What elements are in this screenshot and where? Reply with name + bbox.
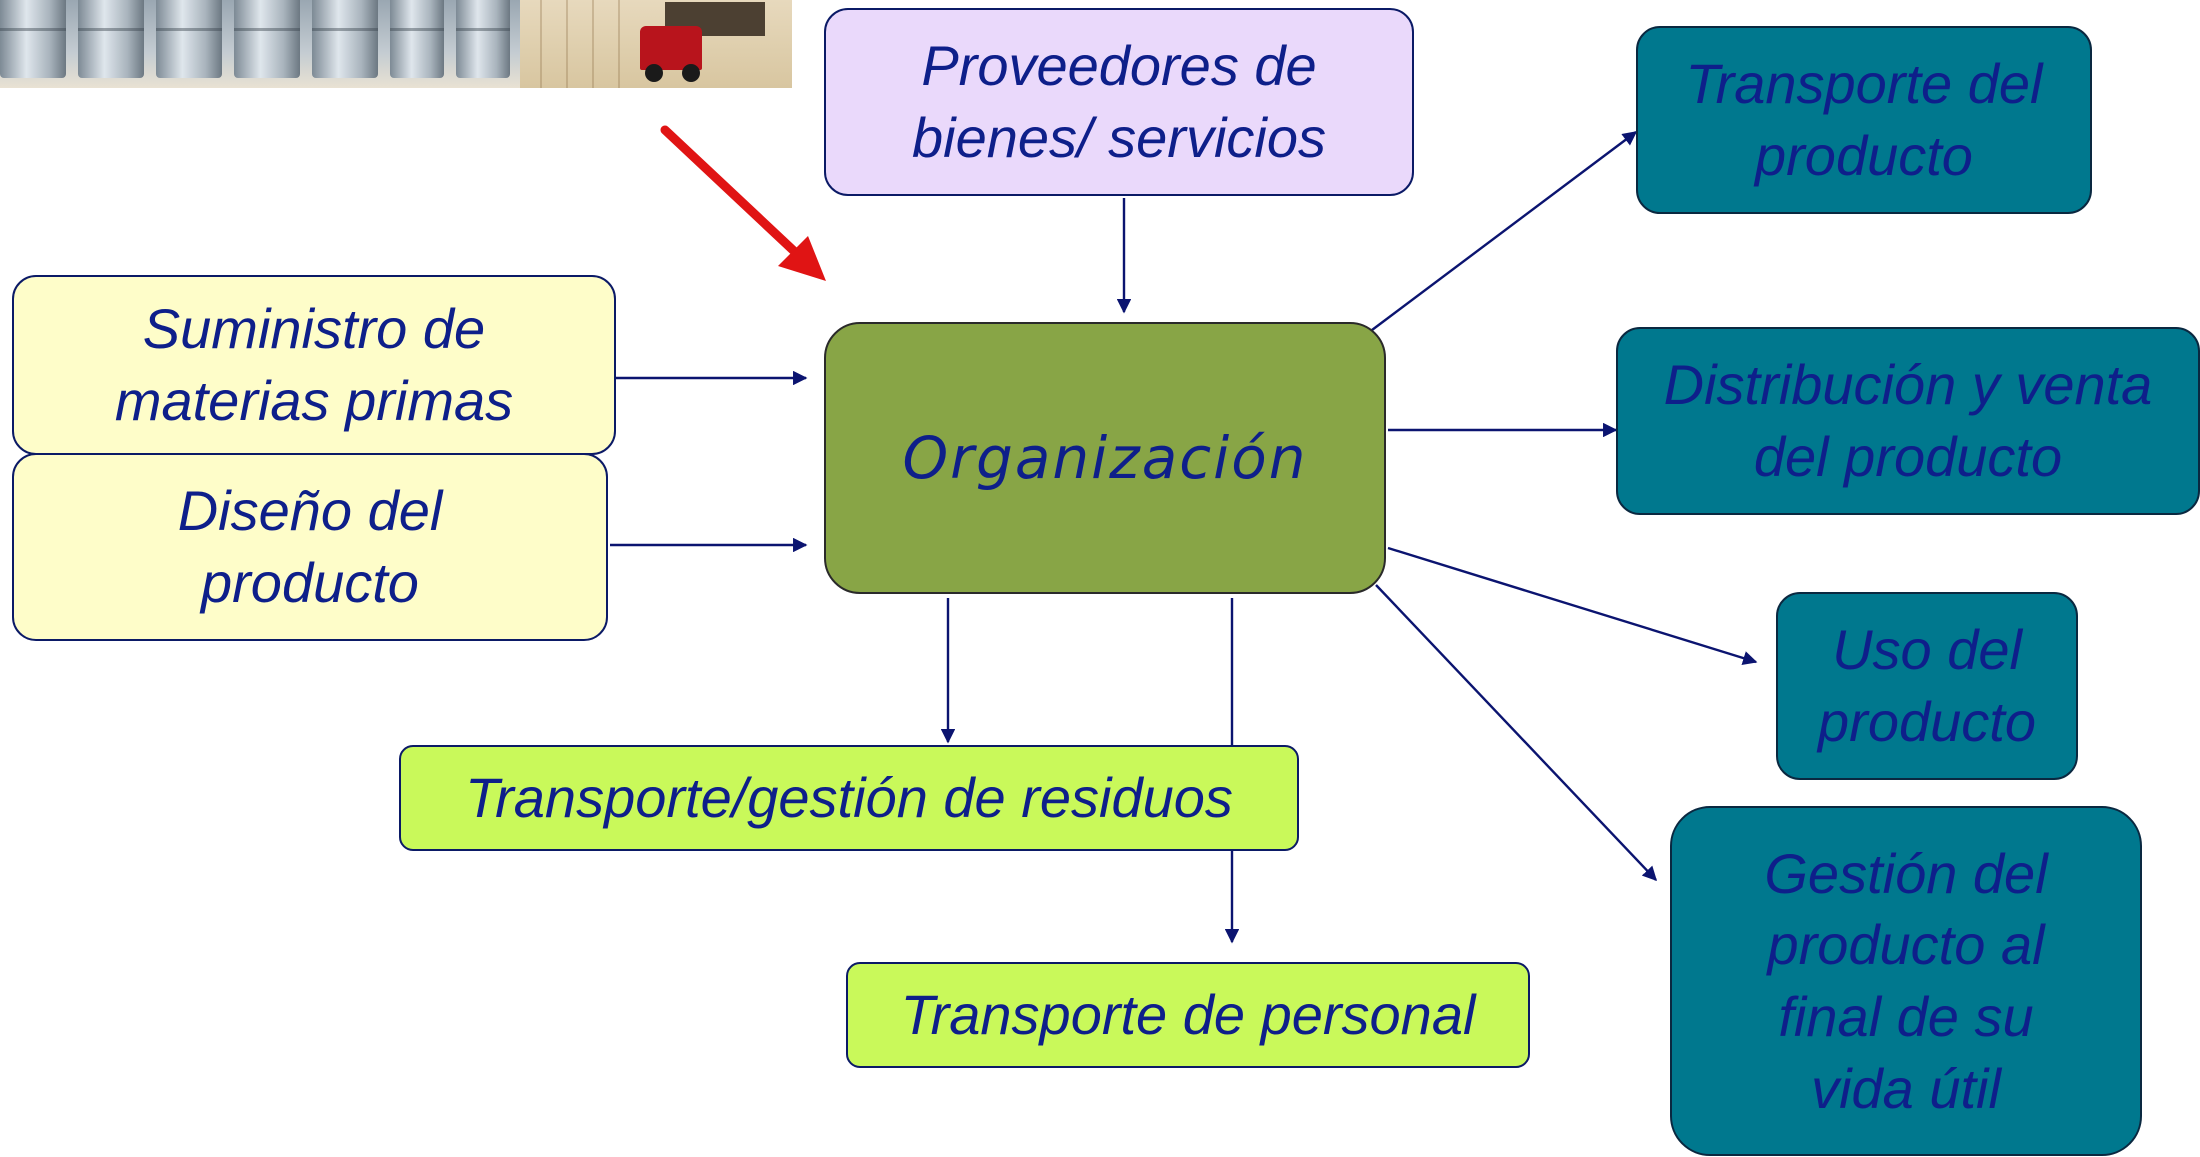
organization-label: Organización	[902, 423, 1308, 492]
product-transport-box: Transporte del producto	[1636, 26, 2092, 214]
suppliers-box: Proveedores de bienes/ servicios	[824, 8, 1414, 196]
product-use-box: Uso del producto	[1776, 592, 2078, 780]
red-truck	[640, 26, 702, 70]
silo	[312, 0, 378, 78]
raw-materials-box: Suministro de materias primas	[12, 275, 616, 455]
end-of-life-box: Gestión del producto al final de su vida…	[1670, 806, 2142, 1156]
silo	[78, 0, 144, 78]
product-design-label: Diseño del producto	[177, 479, 443, 614]
distribution-sale-box: Distribución y venta del producto	[1616, 327, 2200, 515]
silos-truck-photo	[0, 0, 792, 88]
product-design-box: Diseño del producto	[12, 453, 608, 641]
truck-wheel	[645, 64, 663, 82]
arrow-organization-to-product-transport	[1371, 131, 1638, 331]
highlight-red-arrow	[660, 125, 826, 281]
silo	[156, 0, 222, 78]
product-use-label: Uso del producto	[1818, 618, 2036, 753]
raw-materials-label: Suministro de materias primas	[114, 297, 514, 432]
waste-transport-box: Transporte/gestión de residuos	[399, 745, 1299, 851]
arrow-organization-to-use	[1387, 546, 1758, 666]
staff-transport-label: Transporte de personal	[900, 983, 1476, 1047]
staff-transport-box: Transporte de personal	[846, 962, 1530, 1068]
distribution-sale-label: Distribución y venta del producto	[1663, 353, 2153, 488]
end-of-life-label: Gestión del producto al final de su vida…	[1764, 841, 2048, 1120]
waste-transport-label: Transporte/gestión de residuos	[465, 766, 1233, 830]
truck-wheel	[682, 64, 700, 82]
silo	[234, 0, 300, 78]
silo	[0, 0, 66, 78]
arrow-organization-to-end-of-life	[1375, 584, 1657, 882]
silo	[456, 0, 510, 78]
silo	[390, 0, 444, 78]
organization-box: Organización	[824, 322, 1386, 594]
product-transport-label: Transporte del producto	[1685, 52, 2043, 187]
suppliers-label: Proveedores de bienes/ servicios	[912, 34, 1326, 169]
